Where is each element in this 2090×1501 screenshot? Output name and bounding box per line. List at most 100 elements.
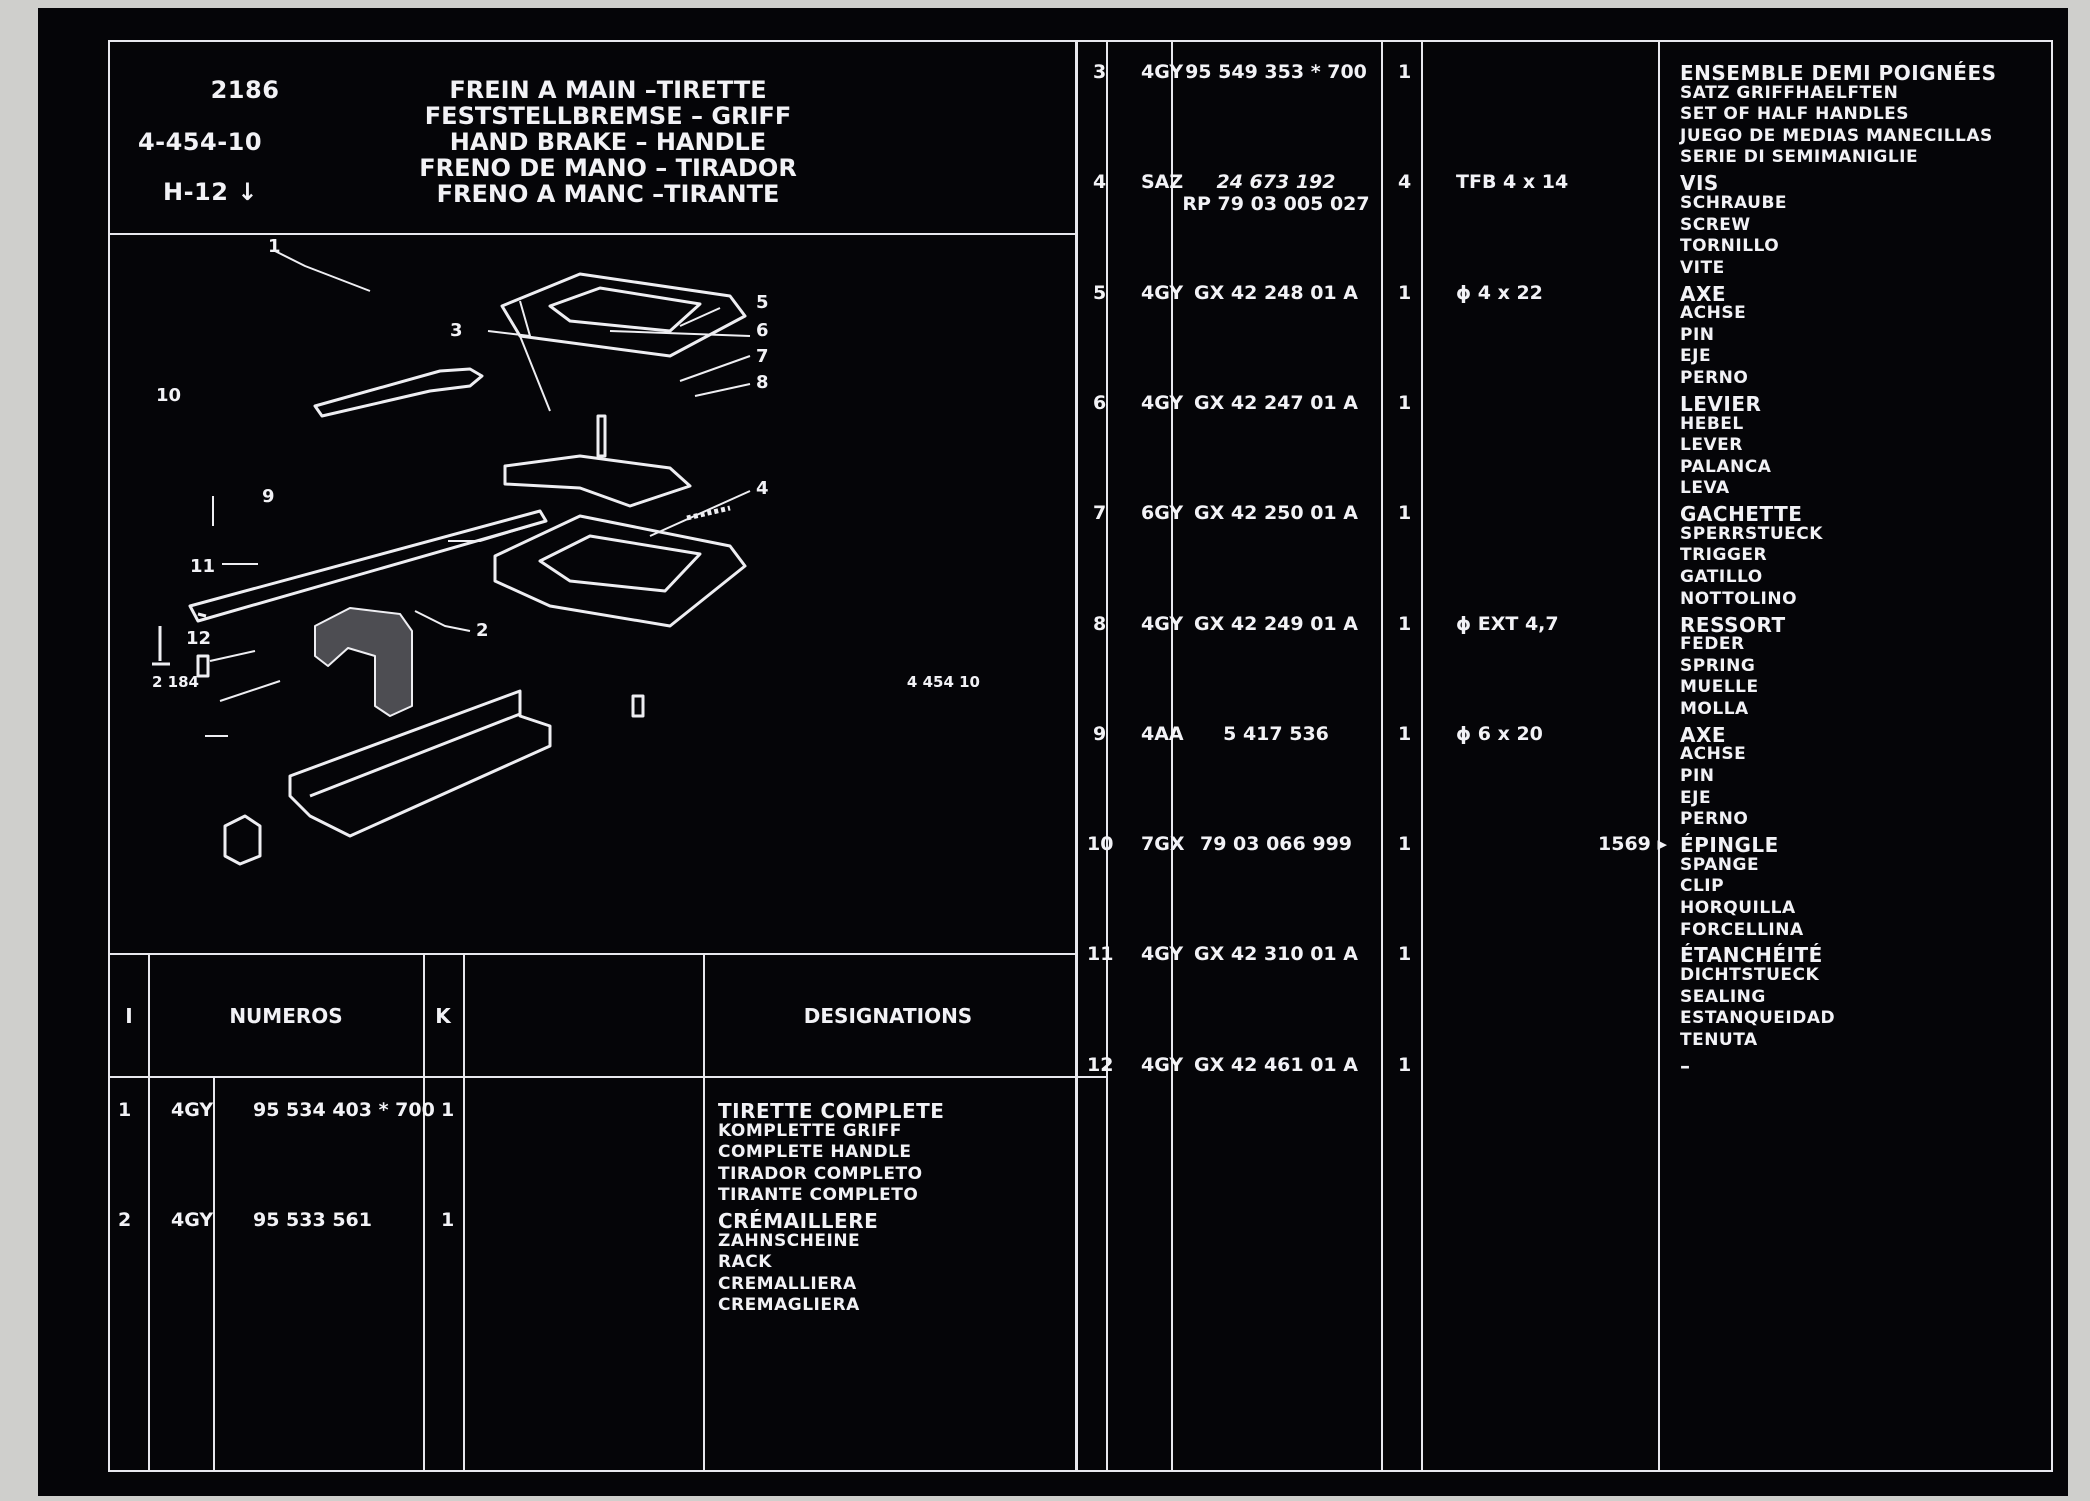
rcol-rule-spec (1658, 40, 1660, 1472)
row-designation: TIRETTE COMPLETE (718, 1099, 945, 1123)
row-designation: SEALING (1680, 986, 1766, 1007)
title-line: FREIN A MAIN –TIRETTE (449, 76, 767, 104)
col-header-numeros: NUMEROS (229, 1004, 343, 1028)
part-2-rack-bar (188, 509, 548, 623)
row-spec: ϕ 4 x 22 (1456, 281, 1543, 304)
page-frame (108, 40, 2053, 1472)
row-index: 8 (1093, 612, 1107, 635)
row-designation: SPERRSTUECK (1680, 523, 1823, 544)
title-line: HAND BRAKE – HANDLE (449, 128, 767, 156)
row-code: 4GY (1141, 391, 1184, 414)
row-designation: SCREW (1680, 214, 1751, 235)
diagram-code-left: 2 184 (152, 673, 199, 691)
row-designation: ÉTANCHÉITÉ (1680, 943, 1823, 968)
part-1-key (313, 367, 484, 418)
row-designation: ACHSE (1680, 744, 1747, 765)
center-divider (1075, 40, 1078, 1472)
row-index: 7 (1093, 502, 1107, 525)
row-quantity: 4 (1398, 171, 1412, 194)
row-designation: LEVIER (1680, 391, 1762, 416)
diagram-bottom-rule (108, 953, 1076, 955)
row-designation: FORCELLINA (1680, 919, 1804, 940)
row-quantity: 1 (1398, 1053, 1412, 1076)
title-block: FREIN A MAIN –TIRETTE FESTSTELLBREMSE – … (419, 78, 797, 206)
exploded-parts-diagram: 1 2 3 4 5 6 7 8 9 10 11 12 2 184 4 454 1… (152, 236, 980, 866)
callout-12: 12 (186, 628, 211, 649)
row-code: 6GY (1141, 502, 1184, 525)
col-header-designations: DESIGNATIONS (803, 1004, 973, 1028)
row-designation: JUEGO DE MEDIAS MANECILLAS (1680, 125, 1993, 146)
down-arrow-icon: ↓ (237, 178, 258, 206)
row-designation: TRIGGER (1680, 545, 1768, 566)
row-designation: ENSEMBLE DEMI POIGNÉES (1680, 61, 1997, 85)
reference-number: 4-454-10 (137, 128, 263, 156)
row-code: 4GY (1141, 612, 1184, 635)
row-code: SAZ (1141, 171, 1184, 194)
part-11-seal (314, 607, 413, 717)
row-designation: TENUTA (1680, 1029, 1758, 1050)
row-designation: DICHTSTUECK (1680, 965, 1820, 985)
row-quantity: 1 (1398, 391, 1412, 414)
row-spec: TFB 4 x 14 (1456, 171, 1569, 194)
callout-5: 5 (756, 292, 769, 313)
row-part-number: 95 549 353 * 700 (1185, 61, 1367, 83)
row-part-number: 95 534 403 * 700 (253, 1099, 435, 1121)
callout-4: 4 (756, 478, 769, 499)
row-code: 7GX (1141, 833, 1185, 856)
row-designation: FEDER (1680, 634, 1745, 655)
row-spec: ϕ 6 x 20 (1456, 722, 1543, 745)
row-quantity: 1 (1398, 61, 1412, 83)
part-5-pin (596, 414, 607, 458)
row-designation: EJE (1680, 787, 1712, 808)
row-designation: HEBEL (1680, 413, 1744, 434)
row-designation: SET OF HALF HANDLES (1680, 104, 1910, 125)
grid-reference: H-12 ↓ (163, 178, 258, 206)
row-designation: – (1680, 1053, 1691, 1078)
parts-catalog-sheet: 2186 4-454-10 H-12 ↓ FREIN A MAIN –TIRET… (38, 8, 2068, 1496)
row-designation: CREMALLIERA (718, 1273, 857, 1294)
row-index: 9 (1093, 722, 1107, 745)
row-designation: TIRANTE COMPLETO (718, 1185, 919, 1205)
row-quantity: 1 (1398, 943, 1412, 966)
row-index: 10 (1087, 833, 1114, 856)
part-10-clip (152, 626, 170, 666)
row-designation: RESSORT (1680, 612, 1786, 637)
row-part-number: GX 42 249 01 A (1194, 612, 1358, 635)
callout-2: 2 (476, 620, 489, 641)
row-quantity: 1 (441, 1209, 455, 1231)
row-code: 4GY (171, 1099, 214, 1121)
row-designation: SPANGE (1680, 854, 1760, 875)
row-designation: HORQUILLA (1680, 897, 1796, 918)
row-designation: KOMPLETTE GRIFF (718, 1120, 902, 1141)
col-rule-spec (703, 953, 705, 1472)
row-designation: TORNILLO (1680, 236, 1780, 257)
col-rule-i (148, 953, 150, 1472)
row-designation: SERIE DI SEMIMANIGLIE (1680, 147, 1919, 168)
row-quantity: 1 (1398, 502, 1412, 525)
rcol-rule-i (1106, 40, 1108, 1472)
row-designation: CLIP (1680, 876, 1725, 897)
row-designation: SPRING (1680, 655, 1756, 676)
row-quantity: 1 (1398, 722, 1412, 745)
row-designation: GATILLO (1680, 567, 1763, 587)
row-designation: MOLLA (1680, 698, 1749, 719)
row-designation: PIN (1680, 324, 1715, 345)
row-code: 4GY (1141, 61, 1184, 83)
row-cross-reference: 1569 ▸ (1598, 833, 1668, 856)
row-designation: CREMAGLIERA (718, 1295, 860, 1315)
callout-7: 7 (756, 346, 769, 367)
row-part-number: GX 42 461 01 A (1194, 1053, 1358, 1076)
row-designation: COMPLETE HANDLE (718, 1142, 912, 1162)
row-designation: AXE (1680, 281, 1727, 306)
part-6-lever (503, 454, 692, 508)
row-code: 4GY (171, 1209, 214, 1231)
plate-number: 2186 (210, 76, 280, 104)
callout-11: 11 (190, 556, 215, 577)
row-designation: PERNO (1680, 368, 1749, 388)
row-code: 4GY (1141, 281, 1184, 304)
rcol-rule-numeros (1381, 40, 1383, 1472)
col-header-k: K (435, 1004, 451, 1028)
row-designation: ACHSE (1680, 303, 1747, 324)
col-header-i: I (125, 1004, 133, 1028)
row-part-number: GX 42 310 01 A (1194, 943, 1358, 966)
